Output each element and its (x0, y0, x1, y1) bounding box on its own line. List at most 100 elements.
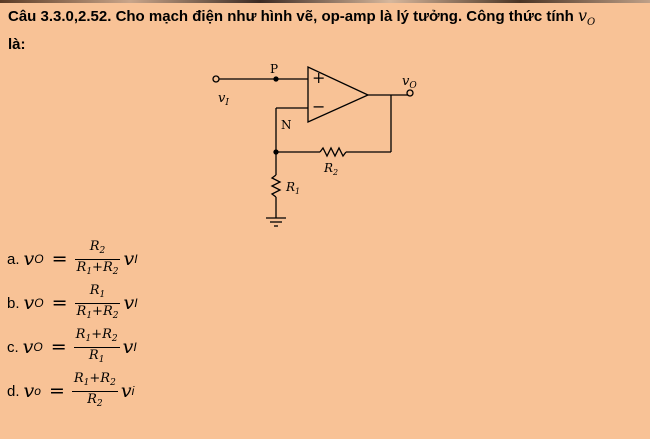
r1-var: R (285, 180, 295, 194)
rhs-sub: I (134, 252, 138, 266)
term-sub: 1 (98, 354, 105, 365)
term-var: R (102, 326, 112, 342)
plus-op: + (91, 326, 103, 342)
input-terminal (212, 75, 220, 83)
plus-op: + (92, 259, 103, 275)
rhs-var: v (120, 380, 132, 402)
label-node-n: N (281, 118, 292, 132)
label-output-voltage: vO (402, 74, 417, 91)
term-sub: 2 (112, 310, 119, 321)
lhs-var: v (23, 248, 35, 270)
denominator: R1+R2 (75, 260, 121, 280)
label-r2: R2 (323, 161, 338, 177)
question-prefix: Câu 3.3.0,2.52. Cho mạch điện như hình v… (8, 8, 574, 25)
fraction: R2 R1+R2 (74, 239, 121, 280)
label-input-voltage: vI (218, 91, 229, 108)
question-line-2: là: (8, 36, 26, 53)
term-sub: 2 (110, 377, 116, 388)
equals-sign: = (51, 248, 68, 270)
fraction: R1+R2 R1 (73, 327, 120, 368)
plus-op: + (92, 303, 103, 319)
numerator: R2 (88, 239, 108, 259)
equals-sign: = (50, 336, 67, 358)
fraction-bar (73, 346, 120, 348)
term-sub: 2 (112, 266, 119, 277)
rhs-sub: I (133, 340, 137, 354)
r1-sub: 1 (295, 187, 300, 196)
node-p-dot (273, 76, 279, 82)
term-var: R (87, 391, 97, 407)
rhs-sub: I (134, 296, 138, 310)
option-letter: c. (7, 338, 19, 356)
term-sub: 1 (86, 266, 93, 277)
resistor-r2-zigzag (319, 146, 347, 158)
fraction-bar (71, 390, 118, 392)
vout-var: v (402, 74, 410, 89)
label-node-p: P (270, 62, 278, 76)
option-letter: d. (7, 382, 20, 400)
term-sub: 2 (111, 333, 118, 344)
option-letter: a. (7, 250, 20, 268)
circuit-diagram: + − P N vI vO R2 R1 (212, 62, 417, 227)
term-sub: 1 (99, 289, 106, 300)
term-sub: 1 (86, 310, 93, 321)
output-terminal (406, 89, 414, 97)
term-sub: 1 (83, 377, 90, 388)
term-var: R (73, 370, 84, 386)
question-var: v (577, 6, 588, 25)
fraction-bar (74, 258, 121, 260)
term-var: R (102, 303, 113, 319)
label-r1: R1 (285, 180, 300, 196)
term-var: R (76, 259, 87, 275)
denominator: R1 (87, 348, 107, 368)
term-var: R (88, 347, 99, 363)
lhs-sub: o (34, 384, 41, 398)
lhs-sub: O (34, 296, 44, 310)
resistor-r1-zigzag (270, 174, 282, 198)
lhs-var: v (23, 380, 35, 402)
term-var: R (89, 238, 100, 254)
op-amp-plus-sign: + (312, 68, 325, 87)
term-var: R (75, 326, 86, 342)
top-decorative-strip (0, 0, 650, 3)
rhs-var: v (123, 292, 135, 314)
term-sub: 2 (99, 245, 106, 256)
question-var-subscript: O (587, 17, 596, 28)
numerator: R1+R2 (74, 327, 120, 347)
option-letter: b. (7, 294, 20, 312)
lhs-sub: O (34, 252, 44, 266)
rhs-sub: i (131, 384, 135, 398)
op-amp-triangle (307, 65, 370, 124)
denominator: R1+R2 (75, 304, 121, 324)
term-var: R (102, 259, 113, 275)
numerator: R1 (88, 283, 108, 303)
term-var: R (100, 370, 111, 386)
term-var: R (76, 303, 87, 319)
r2-sub: 2 (332, 168, 338, 177)
lhs-var: v (23, 292, 35, 314)
fraction-bar (74, 302, 121, 304)
equals-sign: = (48, 380, 65, 402)
denominator: R2 (85, 392, 105, 412)
fraction: R1 R1+R2 (74, 283, 121, 324)
question-text: Câu 3.3.0,2.52. Cho mạch điện như hình v… (8, 5, 648, 56)
term-sub: 2 (96, 398, 103, 409)
rhs-var: v (123, 248, 135, 270)
op-amp-minus-sign: − (312, 97, 325, 116)
plus-op: + (89, 370, 101, 386)
vin-sub: I (224, 98, 229, 108)
question-output-variable: vO (577, 6, 596, 28)
lhs-var: v (22, 336, 34, 358)
vin-var: v (218, 91, 226, 106)
term-var: R (89, 282, 100, 298)
term-sub: 1 (85, 333, 92, 344)
equals-sign: = (51, 292, 68, 314)
rhs-var: v (122, 336, 134, 358)
r2-var: R (323, 161, 333, 175)
vout-sub: O (409, 81, 417, 91)
numerator: R1+R2 (72, 371, 118, 391)
